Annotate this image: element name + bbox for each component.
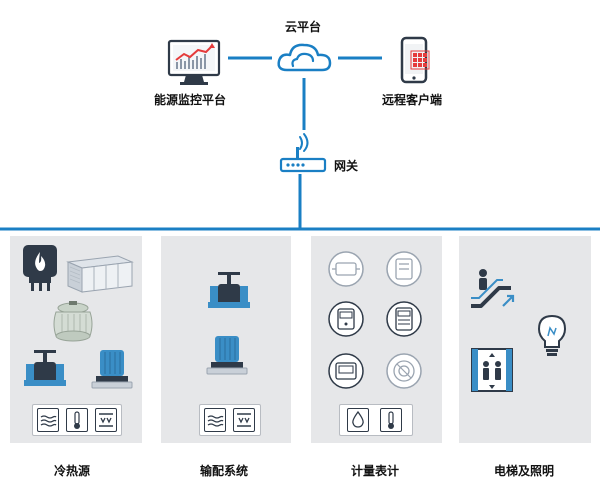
light-bulb-icon: [537, 314, 567, 356]
gas-boiler-icon: [23, 245, 57, 291]
valve-icon: [208, 272, 250, 308]
cloud-icon: [277, 43, 332, 72]
panel-label-elevator-lighting: 电梯及照明: [494, 464, 555, 478]
pump-icon: [91, 350, 133, 389]
gateway-router-icon: [279, 133, 327, 173]
pressure-sensor-icon: [233, 408, 255, 432]
panel-distribution: [161, 236, 291, 443]
panel-label-metering: 计量表计: [351, 464, 400, 478]
water-drop-icon: [347, 408, 369, 432]
water-level-sensor-icon: [37, 408, 59, 432]
electric-meter-icon: [328, 301, 364, 337]
air-handling-unit-icon: [66, 255, 134, 293]
panel-label-distribution: 输配系统: [200, 464, 249, 478]
cloud-label: 云平台: [285, 20, 322, 34]
cooling-tower-icon: [53, 301, 93, 342]
mobile-label: 远程客户端: [382, 93, 443, 107]
energy-meter-icon: [386, 301, 422, 337]
panel-label-cooling-heating: 冷热源: [54, 464, 91, 478]
valve-icon: [24, 350, 66, 386]
sensor-strip: [339, 404, 413, 436]
thermometer-icon: [380, 408, 402, 432]
monitor-icon: [167, 39, 221, 85]
sensor-strip: [199, 404, 261, 436]
sensor-strip: [32, 404, 122, 436]
water-meter-icon: [328, 251, 364, 287]
panel-cooling-heating: [10, 236, 142, 443]
gas-meter-icon: [386, 251, 422, 287]
thermometer-icon: [66, 408, 88, 432]
flow-meter-icon: [386, 353, 422, 389]
monitor-label: 能源监控平台: [154, 93, 227, 107]
elevator-icon: [471, 348, 513, 392]
panel-metering: [311, 236, 442, 443]
heat-meter-icon: [328, 353, 364, 389]
pressure-sensor-icon: [95, 408, 117, 432]
gateway-label: 网关: [334, 159, 359, 173]
escalator-icon: [471, 269, 515, 308]
pump-icon: [206, 336, 248, 375]
water-level-sensor-icon: [204, 408, 226, 432]
panel-elevator-lighting: [459, 236, 591, 443]
mobile-phone-icon: [400, 36, 430, 84]
